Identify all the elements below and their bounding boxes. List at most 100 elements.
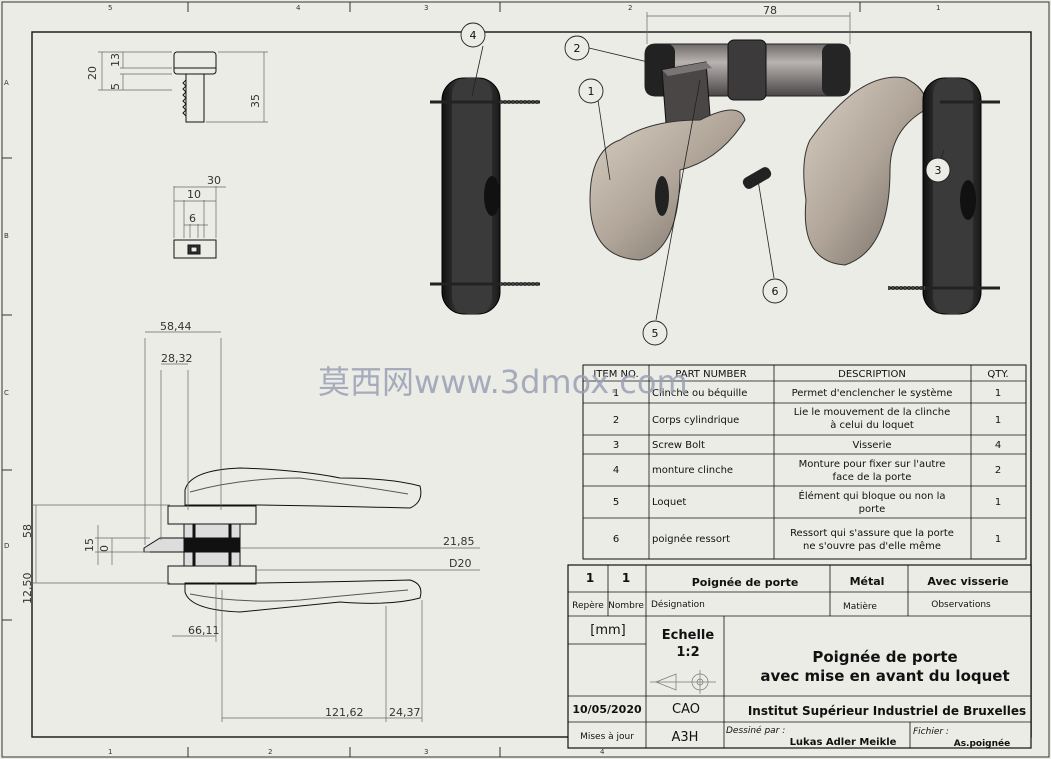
bom-row-6-desc-1: Ressort qui s'assure que la porte (790, 528, 954, 539)
bom-row-4-item: 4 (613, 465, 619, 476)
bom-header-desc: DESCRIPTION (838, 369, 906, 380)
dim-plate-10: 10 (187, 188, 201, 201)
zone-top-1: 1 (936, 4, 940, 12)
tb-designation-label: Désignation (651, 599, 705, 610)
zone-left-d: D (4, 542, 9, 550)
dim-side-0: 0 (98, 545, 111, 552)
bom-row-1-part: Clinche ou béquille (652, 387, 747, 399)
bom-header-item: ITEM NO. (593, 369, 638, 380)
dim-top-width-line (646, 12, 851, 44)
dim-side-21-85: 21,85 (443, 535, 475, 548)
zone-top-3: 3 (424, 4, 428, 12)
bom-row-1-item: 1 (613, 388, 619, 399)
tb-title-line2: avec mise en avant du loquet (760, 667, 1009, 685)
bom-row-4-desc-1: Monture pour fixer sur l'autre (799, 459, 946, 470)
title-block: 1 1 Poignée de porte Métal Avec visserie… (567, 564, 1032, 749)
zone-top-4: 4 (296, 4, 301, 12)
dim-knob-5: 5 (109, 83, 122, 90)
bom-row-1-qty: 1 (995, 388, 1001, 399)
tb-observations-value: Avec visserie (927, 575, 1008, 588)
bom-row-2-part: Corps cylindrique (652, 415, 739, 426)
tb-matiere-value: Métal (850, 575, 885, 588)
watermark: 莫西网www.3dmox.com (318, 363, 688, 401)
dim-plate-6: 6 (189, 212, 196, 225)
tb-observations-label: Observations (931, 600, 991, 610)
tb-title-line1: Poignée de porte (812, 648, 957, 666)
zone-left-c: C (4, 389, 9, 397)
dim-knob-20: 20 (86, 66, 99, 80)
dim-side-58: 58 (21, 524, 34, 538)
dim-knob-35: 35 (249, 94, 262, 108)
balloon-leaders (471, 45, 945, 321)
tb-rep-label: Repère (572, 600, 604, 611)
projection-symbol (650, 670, 716, 694)
bom-row-5-item: 5 (613, 497, 619, 508)
tb-cao: CAO (672, 702, 700, 717)
bom-row-3-item: 3 (613, 440, 619, 451)
tb-scale-label: Echelle (662, 628, 715, 643)
bom-row-3-qty: 4 (995, 440, 1001, 451)
zone-top-2: 2 (628, 4, 632, 12)
side-assembly-view (143, 467, 422, 613)
tb-designation-value: Poignée de porte (692, 576, 799, 589)
tb-nombre-value: 1 (622, 571, 630, 585)
bom-header-part: PART NUMBER (675, 369, 746, 380)
zone-top-5: 5 (108, 4, 112, 12)
side-dim-lines (32, 331, 480, 722)
balloon-3: 3 (935, 164, 942, 177)
zone-bottom-3: 3 (424, 748, 428, 756)
bom-row-4-desc-2: face de la porte (833, 472, 912, 483)
tb-units: [mm] (590, 623, 625, 638)
part-poignee-ressort (742, 167, 772, 189)
part-monture-right (888, 77, 1000, 315)
knob-detail-view (98, 51, 268, 123)
bom-row-5-part: Loquet (652, 497, 686, 508)
zone-bottom-4: 4 (600, 748, 605, 756)
bom-row-2-qty: 1 (995, 415, 1001, 426)
bom-row-2-desc-1: Lie le mouvement de la clinche (794, 407, 951, 418)
balloon-4: 4 (470, 29, 477, 42)
dim-top-78: 78 (763, 4, 777, 17)
bom-row-1-desc: Permet d'enclencher le système (792, 387, 953, 399)
bom-row-5-qty: 1 (995, 497, 1001, 508)
tb-nombre-label: Nombre (608, 601, 644, 611)
bom-row-4-part: monture clinche (652, 465, 733, 476)
part-clinche-right (803, 76, 927, 266)
bom-row-2-desc-2: à celui du loquet (830, 419, 914, 431)
balloons (460, 22, 951, 346)
bom-header-qty: QTY. (987, 369, 1008, 380)
tb-rep-value: 1 (586, 571, 594, 585)
zone-left-b: B (4, 232, 9, 240)
bom-table: ITEM NO. PART NUMBER DESCRIPTION QTY. 1 … (582, 364, 1027, 560)
zone-bottom-2: 2 (268, 748, 272, 756)
tb-fichier-value: As.poignée (954, 738, 1011, 749)
bom-row-3-part: Screw Bolt (652, 440, 705, 451)
bom-row-5-desc-2: porte (859, 504, 886, 515)
tb-format: A3H (672, 730, 699, 745)
dim-side-d20: D20 (449, 557, 471, 570)
part-clinche-left (589, 109, 746, 261)
dim-side-12-50: 12,50 (21, 573, 34, 605)
bom-row-3-desc: Visserie (852, 440, 891, 451)
dim-side-58-44: 58,44 (160, 320, 192, 333)
dim-side-28-32: 28,32 (161, 352, 193, 365)
dim-knob-13: 13 (109, 53, 122, 67)
balloon-6: 6 (772, 285, 779, 298)
tb-fichier-label: Fichier : (913, 727, 949, 737)
dim-side-15: 15 (83, 538, 96, 552)
zone-left-a: A (4, 79, 9, 87)
tb-date: 10/05/2020 (572, 703, 642, 716)
tb-matiere-label: Matière (843, 601, 877, 612)
bom-row-6-desc-2: ne s'ouvre pas d'elle même (803, 540, 941, 552)
tb-mises-a-jour: Mises à jour (580, 732, 634, 742)
tb-scale-value: 1:2 (676, 645, 699, 660)
dim-side-121-62: 121,62 (325, 706, 364, 719)
bom-row-5-desc-1: Élément qui bloque ou non la (799, 489, 946, 502)
bom-row-2-item: 2 (613, 415, 619, 426)
tb-dessine-par-value: Lukas Adler Meikle (790, 737, 897, 748)
tb-institute: Institut Supérieur Industriel de Bruxell… (748, 704, 1026, 718)
tb-dessine-par-label: Dessiné par : (726, 725, 785, 736)
balloon-1: 1 (588, 85, 595, 98)
